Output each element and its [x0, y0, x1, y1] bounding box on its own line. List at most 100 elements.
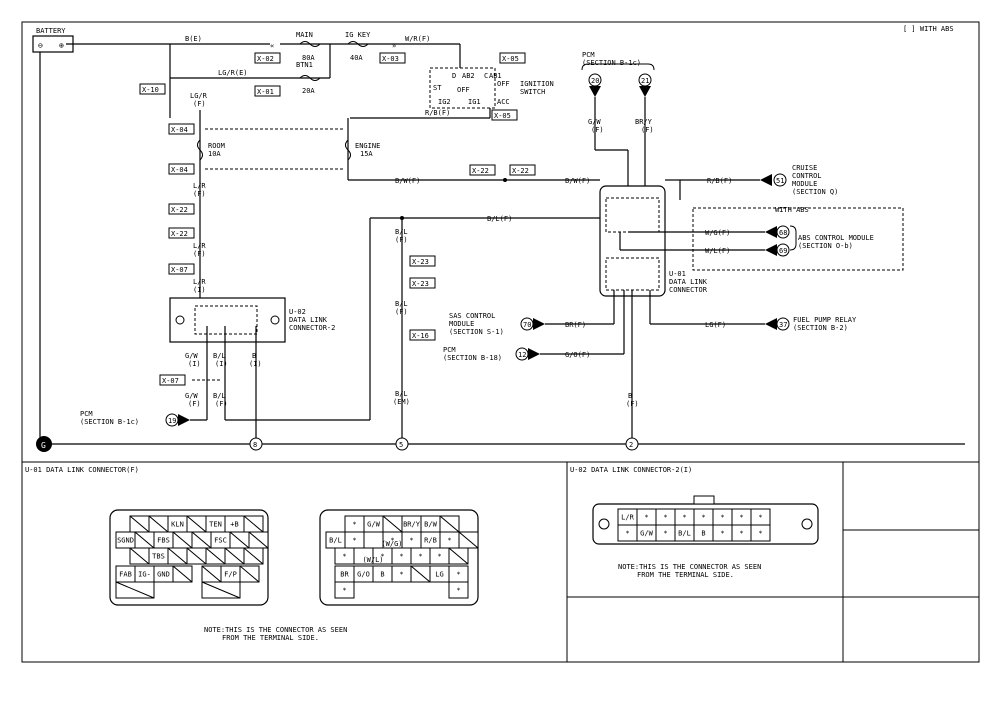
wire-label-b: B	[252, 352, 256, 360]
note-line-2: FROM THE TERMINAL SIDE.	[222, 634, 319, 642]
empty-cell-slash	[248, 531, 269, 549]
wire-label-bry: BR/Y	[635, 118, 653, 126]
abs-bracket	[789, 225, 797, 251]
empty-cell-slash	[134, 531, 155, 549]
pcm-top-label: PCM	[582, 51, 595, 59]
pin-label: B	[380, 571, 384, 579]
empty-cell-slash	[243, 515, 264, 533]
pin-label: *	[437, 553, 441, 561]
pin-label: *	[720, 514, 724, 522]
wire-label-i: (I)	[215, 360, 228, 368]
pin-label: R/B	[424, 537, 437, 545]
connector-box	[168, 263, 195, 275]
empty-cell-slash	[243, 547, 264, 565]
fuel-label-1: FUEL PUMP RELAY	[793, 316, 857, 324]
empty-cell-slash	[191, 531, 212, 549]
pin-circle	[773, 173, 787, 187]
wire-label-lgr: LG/R	[190, 92, 208, 100]
arrow-left-icon	[765, 244, 777, 256]
pin-circle	[515, 347, 529, 361]
pin-label: FSC	[214, 537, 227, 545]
connector-box	[509, 164, 536, 176]
pin-circle	[520, 317, 534, 331]
pin-19: 19	[168, 417, 176, 425]
note2-line-2: FROM THE TERMINAL SIDE.	[637, 571, 734, 579]
wire-label-lr: L/R	[193, 182, 206, 190]
u02-pins	[194, 305, 258, 335]
mount-hole	[270, 315, 280, 325]
with-abs-legend: [ ] WITH ABS	[903, 25, 954, 33]
wire-label-f: (F)	[641, 126, 654, 134]
wire-label-f: (F)	[395, 236, 408, 244]
ground-label-8: 8	[253, 441, 257, 449]
ign-ab1: AB1	[489, 72, 502, 80]
pin-label: +B	[230, 521, 238, 529]
pin-circle	[776, 317, 790, 331]
pin-label: *	[663, 530, 667, 538]
connector-box	[379, 52, 406, 64]
wire-label-wlf: W/L(F)	[705, 247, 730, 255]
cruise-label-2: CONTROL	[792, 172, 822, 180]
pin-label: BR/Y	[403, 521, 421, 529]
empty-cell-slash	[172, 565, 193, 583]
wire-label-wgf: W/G(F)	[705, 229, 730, 237]
wire-label-f: (F)	[193, 190, 206, 198]
connector-label: X-05	[494, 112, 511, 120]
u01-label-1: U-01	[669, 270, 686, 278]
arrow-left-icon	[760, 174, 772, 186]
pin-label: *	[409, 537, 413, 545]
connector-label: X-23	[412, 258, 429, 266]
wire-label-i: (I)	[193, 286, 206, 294]
pin-68: 68	[779, 229, 787, 237]
connector-box	[409, 329, 436, 341]
fuel-label-2: (SECTION B-2)	[793, 324, 848, 332]
connector-label: X-23	[412, 280, 429, 288]
engine-fuse-icon	[345, 139, 351, 161]
wire-label-f: (F)	[626, 400, 639, 408]
pin-label: F/P	[224, 571, 237, 579]
empty-cell-slash	[148, 515, 169, 533]
empty-cell-slash	[186, 515, 207, 533]
wire-label-bl: B/L	[213, 392, 226, 400]
pin-label: *	[399, 553, 403, 561]
u02-title: U-02 DATA LINK CONNECTOR-2(I)	[570, 466, 692, 474]
ign-ig1: IG1	[468, 98, 481, 106]
pin-label: GND	[157, 571, 170, 579]
pin-sub-label: (W/G)	[381, 540, 402, 548]
u01-upper-pins	[605, 197, 660, 233]
wire-label-f: (F)	[215, 400, 228, 408]
empty-cell-slash	[229, 531, 250, 549]
pin-70: 70	[523, 321, 531, 329]
pin-label: *	[682, 514, 686, 522]
pin-label: IG-	[138, 571, 151, 579]
ground-symbol: G	[41, 441, 46, 450]
ground-label-2: 2	[629, 441, 633, 449]
connector-label: X-16	[412, 332, 429, 340]
mount-hole	[175, 315, 185, 325]
battery-label: BATTERY	[36, 27, 66, 35]
connector-box	[499, 52, 526, 64]
wire-label-gw: G/W	[588, 118, 601, 126]
pin-label: SGND	[117, 537, 134, 545]
pin-label: B	[701, 530, 705, 538]
u02-label-1: U-02	[289, 308, 306, 316]
pin-label: *	[390, 537, 394, 545]
pin-label: FBS	[157, 537, 170, 545]
battery-positive-icon: ⊕	[59, 41, 64, 50]
connector-label: X-04	[171, 126, 188, 134]
pin-label: *	[456, 571, 460, 579]
pin-label: G/O	[357, 571, 370, 579]
sas-label-1: SAS CONTROL	[449, 312, 495, 320]
pin-cell	[334, 581, 355, 599]
pin-69: 69	[779, 247, 787, 255]
connector-box	[168, 203, 195, 215]
arrow-right-icon	[528, 348, 540, 360]
ignition-switch-body	[429, 67, 496, 109]
pin-label: L/R	[621, 514, 634, 522]
connector-label: X-05	[502, 55, 519, 63]
